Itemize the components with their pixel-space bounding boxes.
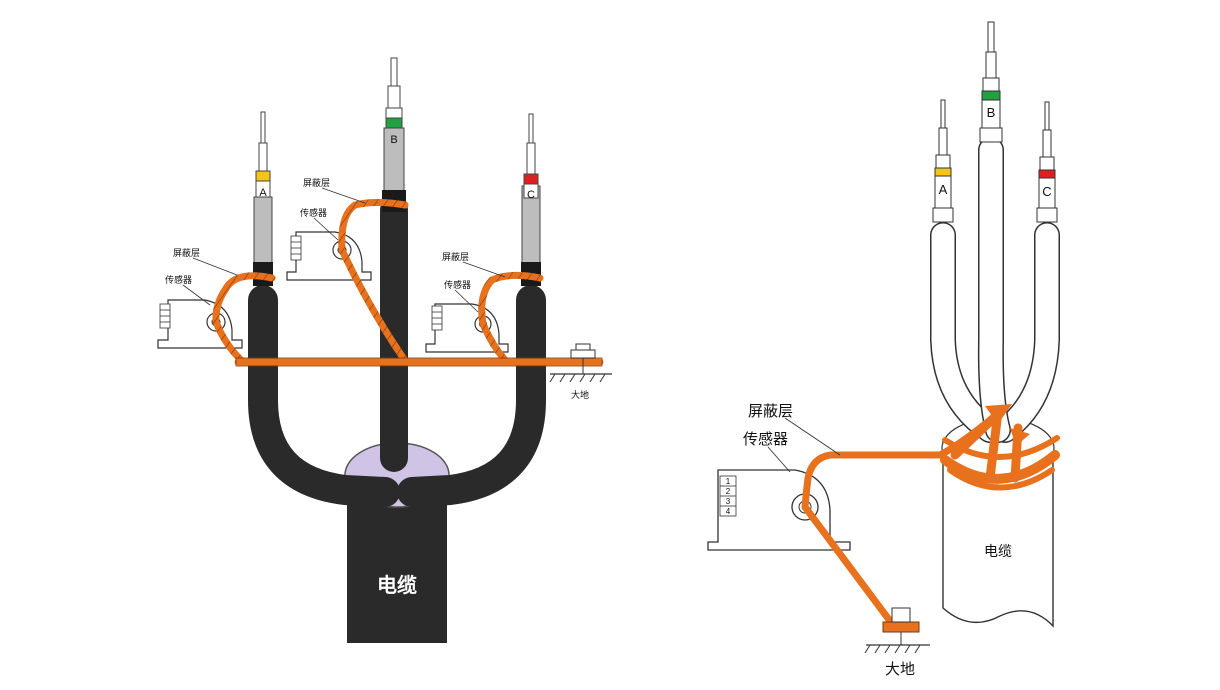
left-shield-label-b: 屏蔽层 bbox=[303, 177, 330, 188]
right-terminal-num-1: 1 bbox=[726, 477, 731, 486]
right-sensor: 1 2 3 4 bbox=[707, 469, 851, 551]
left-terminal-c: C bbox=[521, 113, 541, 286]
left-phase-c-label: C bbox=[527, 189, 535, 201]
left-ground-label: 大地 bbox=[571, 389, 589, 400]
left-terminal-b: B bbox=[382, 57, 406, 212]
left-sensor-label-c: 传感器 bbox=[444, 279, 471, 290]
left-phase-c-arm bbox=[397, 285, 546, 507]
right-phase-b-label: B bbox=[987, 105, 996, 120]
left-braid-a bbox=[212, 272, 276, 366]
left-sensor-b bbox=[286, 231, 372, 281]
right-ground-label: 大地 bbox=[885, 661, 915, 678]
left-sensor-label-a: 传感器 bbox=[165, 274, 192, 285]
right-terminal-b: B bbox=[979, 21, 1003, 143]
left-braid-b bbox=[338, 199, 410, 366]
right-sensor-label: 传感器 bbox=[743, 431, 788, 448]
right-terminal-num-3: 3 bbox=[726, 497, 731, 506]
right-terminal-num-2: 2 bbox=[726, 487, 731, 496]
right-terminal-a: A bbox=[932, 99, 954, 223]
right-phase-c-label: C bbox=[1042, 184, 1051, 199]
right-terminal-c: C bbox=[1036, 101, 1058, 223]
left-braid-c bbox=[478, 271, 544, 364]
left-shield-label-c: 屏蔽层 bbox=[442, 251, 469, 262]
left-phase-a-arm bbox=[248, 285, 400, 507]
right-diagram: A B C bbox=[707, 21, 1060, 678]
right-phase-a-label: A bbox=[939, 182, 948, 197]
left-shield-label-a: 屏蔽层 bbox=[173, 247, 200, 258]
left-terminal-a: A bbox=[253, 111, 273, 286]
left-phase-a-label: A bbox=[259, 187, 267, 199]
right-shield-wrap bbox=[940, 450, 1060, 484]
left-sensor-label-b: 传感器 bbox=[300, 207, 327, 218]
left-phase-b-label: B bbox=[390, 134, 397, 146]
right-terminal-num-4: 4 bbox=[726, 507, 731, 516]
right-shield-label: 屏蔽层 bbox=[748, 403, 793, 420]
left-diagram: A B C bbox=[157, 57, 612, 643]
right-cable-label: 电缆 bbox=[984, 543, 1012, 559]
right-ground-point: 大地 bbox=[864, 607, 930, 678]
right-shield-lead bbox=[801, 408, 1004, 629]
left-cable-label: 电缆 bbox=[377, 573, 417, 597]
left-ground-point: 大地 bbox=[549, 343, 612, 400]
